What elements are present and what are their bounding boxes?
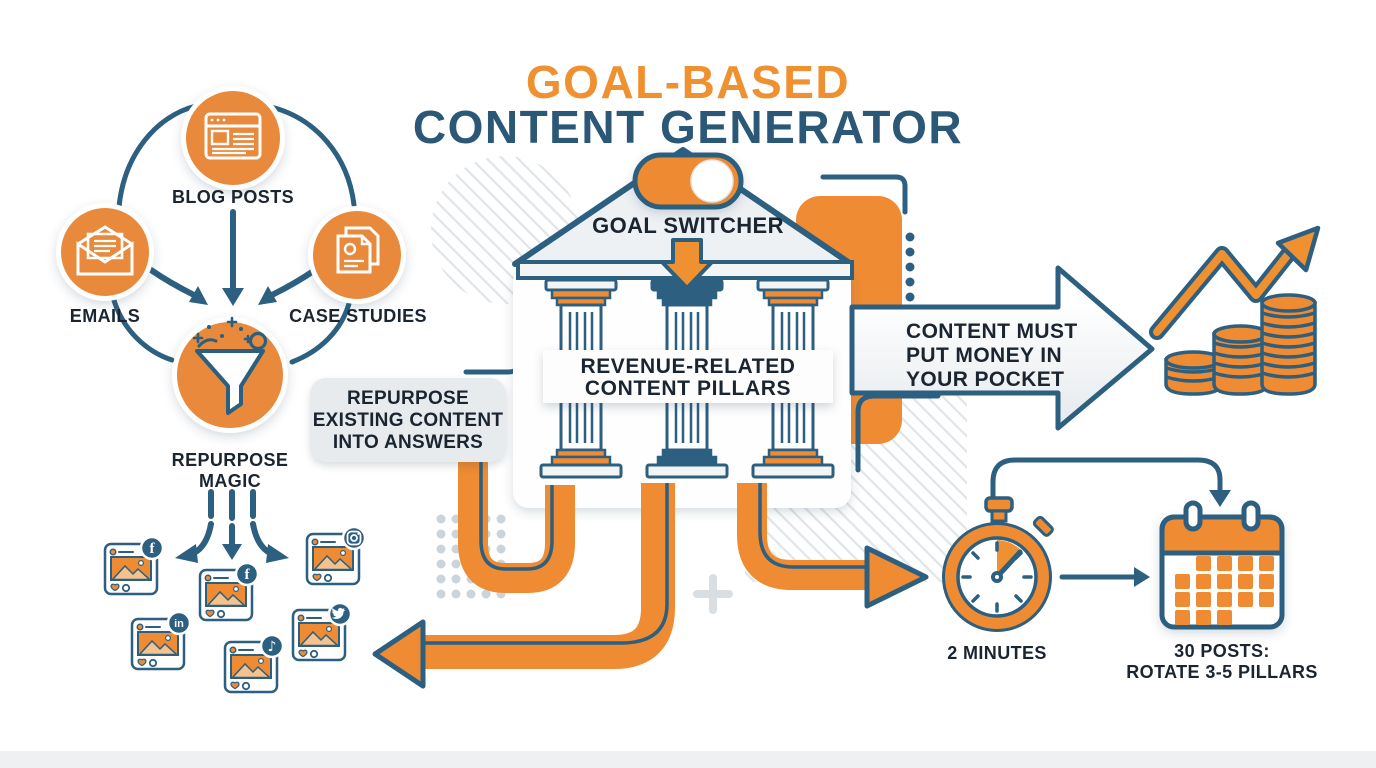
label-2-minutes: 2 MINUTES: [947, 643, 1047, 663]
note-box-line-2: EXISTING CONTENT: [312, 410, 504, 431]
dot-column-decoration: [905, 232, 915, 302]
plus-sign-decoration: [693, 574, 733, 614]
social-post-card-tiktok: ♪: [223, 634, 285, 696]
pipe-middle-left: [414, 483, 675, 669]
coin-stacks-trend-arrow-icon: [1149, 225, 1321, 396]
arc-blog-case: [268, 104, 357, 208]
calendar-day-squares: [1175, 556, 1274, 625]
banner-line-1: REVENUE-RELATED: [580, 355, 796, 378]
arc-arrow-timer-to-calendar: [990, 457, 1223, 511]
label-repurpose-magic-1: REPURPOSE: [171, 450, 289, 470]
content-flow-pipes: [372, 456, 929, 689]
money-arrow-line-1: CONTENT MUST: [906, 320, 1078, 343]
toggle-knob: [690, 159, 734, 203]
tiktok-icon: [259, 634, 285, 659]
facebook-icon: [139, 536, 165, 561]
label-rotate-pillars: ROTATE 3-5 PILLARS: [1126, 662, 1318, 682]
content-pillars-banner: REVENUE-RELATED CONTENT PILLARS: [543, 350, 833, 403]
pipe-left-arrowhead: [372, 619, 426, 689]
corner-line-left: [463, 293, 523, 375]
open-envelope-icon: [76, 225, 134, 276]
stopwatch-icon: [942, 496, 1054, 632]
social-post-card-twitter: [291, 602, 353, 664]
label-emails: EMAILS: [69, 306, 141, 326]
emails-circle: [56, 203, 154, 301]
goal-switcher-toggle: [632, 152, 744, 210]
money-arrow: [849, 265, 1155, 431]
money-arrow-line-2: PUT MONEY IN: [906, 344, 1063, 367]
pipe-right: [737, 483, 870, 590]
linkedin-icon: [166, 611, 192, 636]
pipe-left-u: [458, 456, 575, 593]
arc-case-funnel: [289, 297, 353, 365]
documents-icon: [336, 226, 380, 274]
funnel-split-arrows: [175, 489, 289, 563]
money-arrow-line-3: YOUR POCKET: [906, 368, 1065, 391]
repurpose-magic-circle: [172, 316, 288, 433]
svg-text:in: in: [174, 618, 184, 630]
arc-emails-funnel: [110, 294, 175, 363]
corner-line-bottom-right: [855, 393, 941, 473]
social-post-card-facebook-2: f: [198, 562, 260, 624]
timer-calendar-connectors: [990, 457, 1231, 587]
label-case-studies: CASE STUDIES: [289, 306, 427, 326]
note-box-line-3: INTO ANSWERS: [332, 432, 484, 453]
calendar-icon: [1159, 500, 1285, 630]
note-box-repurpose-existing: REPURPOSE EXISTING CONTENT INTO ANSWERS: [310, 378, 506, 462]
banner-line-2: CONTENT PILLARS: [584, 377, 792, 400]
browser-window-icon: [204, 112, 262, 160]
title-line-2: CONTENT GENERATOR: [412, 101, 964, 153]
social-post-card-instagram: [305, 526, 367, 588]
note-box-line-1: REPURPOSE: [346, 388, 469, 409]
label-blog-posts: BLOG POSTS: [171, 187, 295, 207]
case-studies-circle: [308, 206, 406, 304]
social-post-card-linkedin: in: [130, 611, 192, 673]
social-post-card-facebook: f: [103, 536, 165, 598]
svg-text:♪: ♪: [268, 639, 277, 655]
facebook-icon: [234, 562, 260, 587]
instagram-icon: [341, 526, 367, 551]
corner-line-top-right: [820, 174, 908, 215]
svg-text:f: f: [150, 541, 156, 557]
pipe-right-arrowhead: [864, 545, 929, 609]
label-30-posts: 30 POSTS:: [1174, 641, 1270, 661]
title-line-1: GOAL-BASED: [525, 56, 851, 108]
switcher-down-arrow-icon: [660, 238, 714, 290]
label-goal-switcher: GOAL SWITCHER: [592, 213, 784, 238]
source-connectors: [110, 103, 357, 365]
svg-text:f: f: [245, 567, 251, 583]
blog-posts-circle: [181, 86, 285, 190]
funnel-icon: [192, 316, 268, 415]
label-repurpose-magic-2: MAGIC: [199, 471, 261, 491]
arc-emails-blog: [116, 103, 199, 210]
